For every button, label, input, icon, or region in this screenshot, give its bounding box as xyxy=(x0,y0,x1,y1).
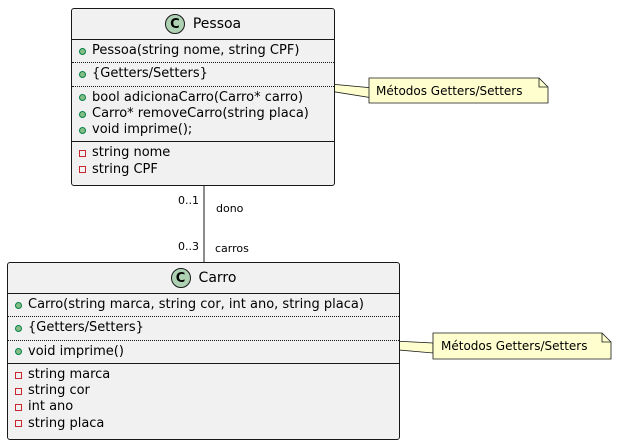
member-row: int ano xyxy=(15,399,399,415)
member-text: Carro* removeCarro(string placa) xyxy=(92,105,309,121)
pessoa-note-text: Métodos Getters/Setters xyxy=(376,84,523,98)
class-stereotype-icon: C xyxy=(170,268,191,288)
public-visibility-icon xyxy=(15,324,22,332)
carro-note-fold xyxy=(601,333,611,343)
role-bottom: carros xyxy=(215,242,249,255)
role-top: dono xyxy=(216,202,244,215)
member-row: string cor xyxy=(15,383,399,399)
public-visibility-icon xyxy=(79,126,86,134)
carro-note-text: Métodos Getters/Setters xyxy=(441,339,588,353)
member-text: string cor xyxy=(28,383,90,399)
member-text: string nome xyxy=(92,145,171,161)
member-row: string placa xyxy=(15,416,399,432)
member-row: void imprime(); xyxy=(79,122,334,138)
member-text: {Getters/Setters} xyxy=(28,320,144,336)
member-text: int ano xyxy=(28,399,74,415)
accessor-section: {Getters/Setters} xyxy=(72,62,334,85)
member-text: void imprime() xyxy=(28,343,124,359)
method-section: void imprime() xyxy=(8,339,399,363)
multiplicity-top: 0..1 xyxy=(178,194,199,207)
member-text: string CPF xyxy=(92,161,158,177)
field-section: string marca string cor int ano string p… xyxy=(8,362,399,435)
member-row: {Getters/Setters} xyxy=(15,320,399,336)
pessoa-note-fold xyxy=(538,78,548,88)
private-visibility-icon xyxy=(79,166,86,174)
member-text: string marca xyxy=(28,366,111,382)
member-row: Carro(string marca, string cor, int ano,… xyxy=(15,297,399,313)
member-row: {Getters/Setters} xyxy=(79,66,334,82)
public-visibility-icon xyxy=(15,301,22,309)
method-section: bool adicionaCarro(Carro* carro) Carro* … xyxy=(72,85,334,142)
member-row: string CPF xyxy=(79,162,334,178)
member-text: bool adicionaCarro(Carro* carro) xyxy=(92,89,304,105)
class-stereotype-icon: C xyxy=(164,14,185,34)
member-text: Pessoa(string nome, string CPF) xyxy=(92,43,300,58)
public-visibility-icon xyxy=(15,348,22,356)
private-visibility-icon xyxy=(15,371,22,379)
private-visibility-icon xyxy=(79,150,86,158)
public-visibility-icon xyxy=(79,94,86,102)
class-name: Pessoa xyxy=(192,16,242,32)
field-section: string nome string CPF xyxy=(72,141,334,181)
member-text: string placa xyxy=(28,415,105,431)
constructor-section: Carro(string marca, string cor, int ano,… xyxy=(8,293,399,316)
carro-note-box xyxy=(432,332,612,360)
public-visibility-icon xyxy=(79,70,86,78)
public-visibility-icon xyxy=(79,110,86,118)
member-row: string nome xyxy=(79,145,334,161)
class-header: C Pessoa xyxy=(72,9,334,39)
class-name: Carro xyxy=(198,270,237,286)
member-text: void imprime(); xyxy=(92,122,193,138)
class-carro[interactable]: C Carro Carro(string marca, string cor, … xyxy=(7,262,400,440)
class-pessoa[interactable]: C Pessoa Pessoa(string nome, string CPF)… xyxy=(71,8,335,186)
member-row: Carro* removeCarro(string placa) xyxy=(79,106,334,122)
accessor-section: {Getters/Setters} xyxy=(8,316,399,339)
public-visibility-icon xyxy=(79,47,86,55)
private-visibility-icon xyxy=(15,404,22,412)
member-row: bool adicionaCarro(Carro* carro) xyxy=(79,90,334,106)
member-text: {Getters/Setters} xyxy=(92,66,208,82)
class-header: C Carro xyxy=(8,263,399,293)
member-row: void imprime() xyxy=(15,344,399,360)
member-row: Pessoa(string nome, string CPF) xyxy=(79,43,334,59)
member-text: Carro(string marca, string cor, int ano,… xyxy=(28,297,364,312)
pessoa-note-box xyxy=(368,77,549,104)
constructor-section: Pessoa(string nome, string CPF) xyxy=(72,39,334,62)
multiplicity-bottom: 0..3 xyxy=(178,240,199,253)
member-row: string marca xyxy=(15,367,399,383)
private-visibility-icon xyxy=(15,387,22,395)
private-visibility-icon xyxy=(15,420,22,428)
